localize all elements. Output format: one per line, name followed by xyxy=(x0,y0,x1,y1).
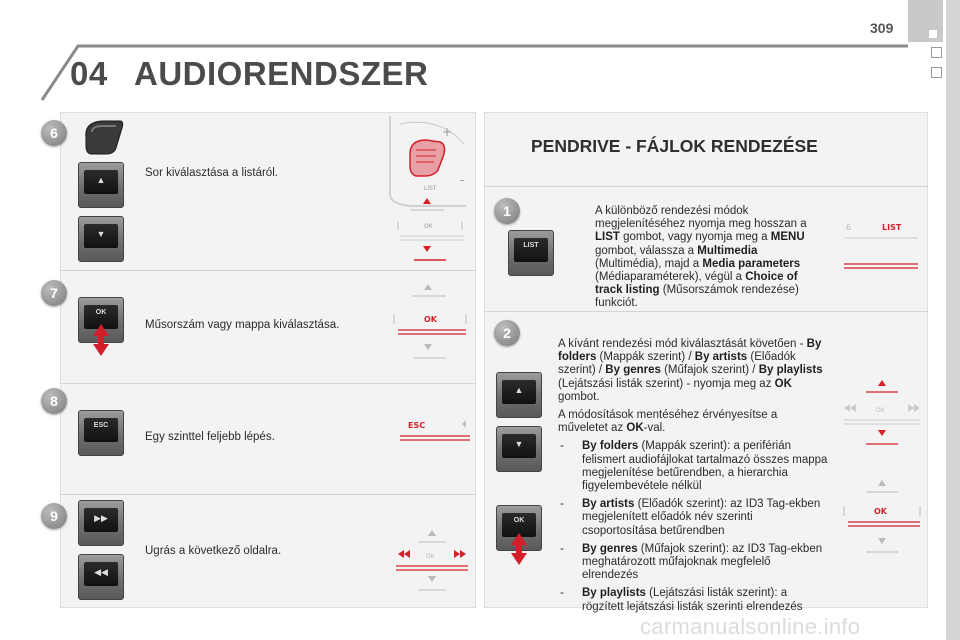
row-divider xyxy=(60,494,476,495)
step-6-text: Sor kiválasztása a listáról. xyxy=(145,167,278,179)
up-button: ▲ xyxy=(496,372,542,418)
updown-control-diagram: OK xyxy=(844,380,920,445)
esc-button: ESC xyxy=(78,410,124,456)
page-edge-strip xyxy=(946,0,960,640)
page-title: AUDIORENDSZER xyxy=(134,55,429,92)
svg-text:OK: OK xyxy=(424,315,438,324)
up-button: ▲ xyxy=(78,162,124,208)
down-button: ▼ xyxy=(78,216,124,262)
svg-text:OK: OK xyxy=(874,507,888,516)
step-8-text: Egy szinttel feljebb lépés. xyxy=(145,431,275,443)
list-item: -By folders (Mappák szerint): a periféri… xyxy=(560,440,828,493)
svg-text:OK: OK xyxy=(876,407,886,414)
step-9-text: Ugrás a következő oldalra. xyxy=(145,545,282,557)
step-badge-6: 6 xyxy=(41,120,67,146)
step-badge-9: 9 xyxy=(41,503,67,529)
press-arrow-icon xyxy=(93,324,109,356)
step-badge-1: 1 xyxy=(494,198,520,224)
step-badge-8: 8 xyxy=(41,388,67,414)
svg-text:LIST: LIST xyxy=(424,185,437,192)
svg-text:ESC: ESC xyxy=(408,421,425,430)
side-index-box xyxy=(931,67,942,78)
sort-mode-list: -By folders (Mappák szerint): a periféri… xyxy=(558,440,830,613)
previous-button: ◀◀ xyxy=(78,554,124,600)
list-item: -By playlists (Lejátszási listák szerint… xyxy=(560,587,803,613)
header-decoration xyxy=(40,44,908,101)
list-button: LIST xyxy=(508,230,554,276)
watermark: carmanualsonline.info xyxy=(640,614,861,639)
chapter-number: 04 xyxy=(70,55,108,92)
step-badge-2: 2 xyxy=(494,320,520,346)
row-divider xyxy=(60,270,476,271)
svg-text:LIST: LIST xyxy=(882,223,902,232)
side-index-box xyxy=(931,47,942,58)
down-button: ▼ xyxy=(496,426,542,472)
step-2-text: A kívánt rendezési mód kiválasztását köv… xyxy=(558,338,830,619)
skip-control-diagram: OK xyxy=(396,530,468,591)
chapter-tab xyxy=(908,0,943,42)
svg-text:-: - xyxy=(460,173,464,187)
svg-text:6: 6 xyxy=(846,223,851,232)
row-divider xyxy=(484,186,928,187)
list-item: -By genres (Műfajok szerint): az ID3 Tag… xyxy=(560,542,823,582)
list-control-diagram: 6 LIST xyxy=(844,223,918,269)
row-divider xyxy=(60,383,476,384)
steering-control-diagram: + - LIST OK xyxy=(389,116,466,261)
row-divider xyxy=(484,311,928,312)
next-button: ▶▶ xyxy=(78,500,124,546)
list-item: -By artists (Előadók szerint): az ID3 Ta… xyxy=(560,498,821,537)
step-1-text: A különböző rendezési módok megjelenítés… xyxy=(595,205,807,310)
page-number: 309 xyxy=(870,20,894,36)
scroll-wheel-icon xyxy=(85,120,124,155)
svg-text:OK: OK xyxy=(424,223,434,230)
chapter-tab-marker xyxy=(929,30,937,38)
right-panel xyxy=(484,112,928,608)
step-7-text: Műsorszám vagy mappa kiválasztása. xyxy=(145,319,340,331)
section-title: PENDRIVE - FÁJLOK RENDEZÉSE xyxy=(531,136,818,156)
svg-text:OK: OK xyxy=(426,553,436,560)
press-arrow-icon xyxy=(511,533,527,565)
ok-confirm-diagram: OK xyxy=(843,480,921,553)
ok-control-diagram: OK xyxy=(393,284,467,359)
svg-text:+: + xyxy=(442,125,452,139)
esc-control-diagram: ESC xyxy=(400,420,470,441)
left-panel xyxy=(60,112,476,608)
step-badge-7: 7 xyxy=(41,280,67,306)
